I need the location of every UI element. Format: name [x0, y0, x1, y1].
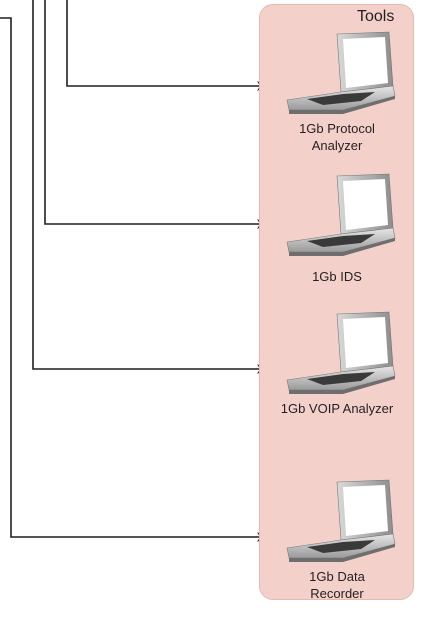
- wire-to-voip-analyzer: [32, 0, 267, 374]
- tool-label: 1Gb Protocol Analyzer: [299, 121, 375, 153]
- wire-to-ids: [44, 0, 267, 229]
- laptop-icon: [286, 311, 396, 394]
- laptop-icon: [286, 479, 396, 562]
- tool-data-recorder[interactable]: 1Gb Data Recorder: [262, 478, 412, 602]
- wire-to-protocol-analyzer: [66, 0, 267, 91]
- tools-panel-title: Tools: [357, 8, 395, 25]
- tool-label: 1Gb IDS: [312, 269, 362, 284]
- tool-ids[interactable]: 1Gb IDS: [262, 172, 412, 285]
- laptop-icon: [286, 31, 396, 114]
- laptop-icon: [286, 173, 396, 256]
- tool-label: 1Gb Data Recorder: [309, 569, 365, 601]
- tool-label: 1Gb VOIP Analyzer: [280, 401, 394, 416]
- tool-voip-analyzer[interactable]: 1Gb VOIP Analyzer: [262, 310, 412, 417]
- tool-protocol-analyzer[interactable]: 1Gb Protocol Analyzer: [262, 30, 412, 154]
- wire-to-data-recorder: [0, 17, 267, 542]
